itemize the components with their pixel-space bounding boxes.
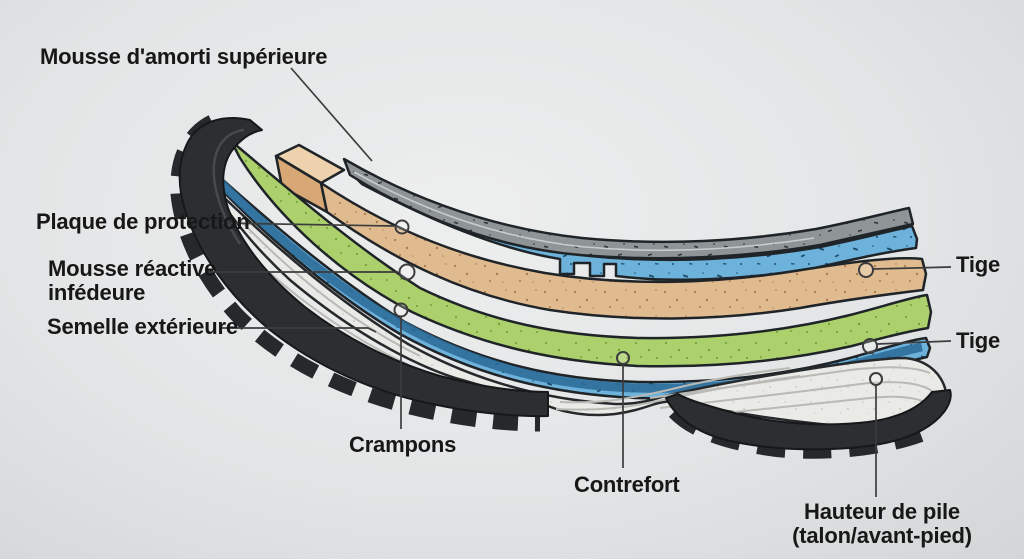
label-stack-height-line1: Hauteur de pile: [804, 499, 960, 524]
label-reactive-foam-line2: infédeure: [48, 280, 146, 305]
label-upper-2: Tige: [956, 328, 1001, 353]
label-reactive-foam: Mousse réactive infédeure: [48, 257, 216, 305]
layer-reactive-foam-green: [229, 139, 933, 368]
label-reactive-foam-line1: Mousse réactive: [48, 256, 217, 281]
label-outsole: Semelle extérieure: [47, 314, 238, 339]
layer-protection-plate-tan: [274, 143, 928, 320]
marker-reactive-foam: [398, 263, 416, 281]
label-stack-height-line2: (talon/avant-pied): [792, 523, 972, 548]
lugs-heel: [668, 406, 924, 459]
marker-upper-1: [858, 262, 874, 278]
midsole-striations: [227, 217, 933, 419]
label-upper-foam: Mousse d'amorti supérieure: [40, 44, 328, 69]
leader-protection-plate: [218, 222, 395, 227]
label-upper-1: Tige: [956, 252, 1001, 277]
leader-outsole: [222, 327, 377, 333]
leader-upper-foam: [290, 67, 373, 162]
label-stack-height: Hauteur de pile (talon/avant-pied): [772, 500, 992, 548]
marker-stack-height: [869, 372, 883, 386]
leader-lines: [206, 67, 952, 497]
label-lugs: Crampons: [349, 432, 457, 457]
leader-circles: [393, 219, 883, 386]
label-protection-plate: Plaque de protection: [36, 209, 250, 234]
layer-outsole-black: [170, 115, 952, 459]
marker-protection-plate: [394, 219, 410, 235]
marker-lugs: [393, 302, 409, 318]
leader-upper-1: [872, 266, 952, 270]
leader-upper-2: [876, 340, 952, 345]
label-heel-counter: Contrefort: [574, 472, 680, 497]
layer-top-plate: [342, 157, 915, 260]
marker-upper-2: [862, 338, 878, 354]
marker-heel-counter: [616, 351, 630, 365]
